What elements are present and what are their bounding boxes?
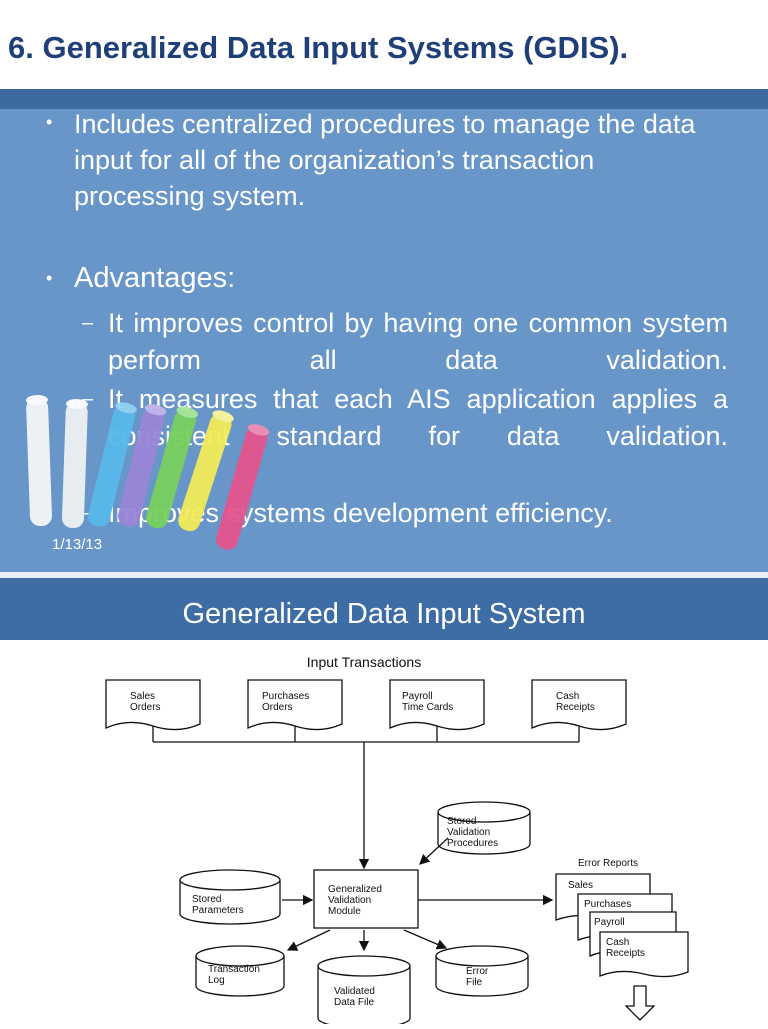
doc-label: Receipts — [556, 702, 595, 713]
disk-label: Parameters — [192, 905, 244, 916]
stored-parameters-disk — [179, 869, 281, 925]
disk-label: Stored — [447, 816, 476, 827]
input-transactions-heading: Input Transactions — [307, 654, 421, 670]
disk-label: Transaction — [208, 964, 260, 975]
slide-1-title: 6. Generalized Data Input Systems (GDIS)… — [8, 30, 629, 65]
slide-divider — [0, 572, 768, 578]
bullet-2-text: Advantages: — [74, 262, 236, 294]
error-report-stack — [555, 873, 689, 978]
module-label: Generalized — [328, 884, 382, 895]
error-report-label: Cash — [606, 937, 629, 948]
slide-date: 1/13/13 — [52, 536, 103, 553]
down-arrow-icon — [624, 985, 656, 1021]
input-connectors — [152, 726, 580, 870]
dash-marker: – — [82, 502, 94, 524]
doc-label: Purchases — [262, 691, 309, 702]
error-report-label: Sales — [568, 880, 593, 891]
disk-label: Error — [466, 966, 489, 977]
dash-marker: – — [82, 312, 94, 334]
sub-item-1: It improves control by having one common… — [108, 308, 728, 375]
bullet-marker: • — [46, 112, 53, 132]
validated-data-file-disk — [317, 955, 411, 1029]
dash-marker: – — [82, 388, 94, 410]
doc-label: Orders — [262, 702, 293, 713]
error-file-disk — [435, 945, 529, 997]
module-label: Validation — [328, 895, 371, 906]
error-report-label: Purchases — [584, 899, 631, 910]
slide-2-title: Generalized Data Input System — [182, 598, 586, 630]
transaction-log-disk — [195, 945, 285, 997]
generalized-validation-module-box — [313, 869, 419, 929]
doc-label: Sales — [130, 691, 155, 702]
module-label: Module — [328, 906, 361, 917]
slide-1-header-band — [0, 89, 768, 109]
error-report-cash-receipts — [599, 931, 689, 978]
disk-label: Procedures — [447, 838, 498, 849]
chalk-sticks-image — [25, 395, 270, 550]
disk-label: Data File — [334, 997, 374, 1008]
module-output-arrows — [286, 894, 554, 952]
doc-label: Orders — [130, 702, 161, 713]
disk-label: File — [466, 977, 483, 988]
stored-validation-procedures-disk — [437, 801, 531, 855]
error-report-label: Payroll — [594, 917, 625, 928]
gdis-flow-diagram: Input Transactions Sales Orders Purchase… — [0, 640, 768, 1029]
disk-label: Validated — [334, 986, 375, 997]
bullet-1-text: Includes centralized procedures to manag… — [74, 109, 696, 211]
slide-1: 6. Generalized Data Input Systems (GDIS)… — [0, 0, 768, 572]
doc-label: Time Cards — [402, 702, 453, 713]
slide-2-header — [0, 578, 768, 640]
disk-label: Log — [208, 975, 225, 986]
disk-label: Stored — [192, 894, 221, 905]
doc-label: Cash — [556, 691, 579, 702]
error-reports-heading: Error Reports — [578, 858, 638, 869]
slide-1-header: 6. Generalized Data Input Systems (GDIS)… — [0, 0, 768, 89]
doc-label: Payroll — [402, 691, 433, 702]
bullet-marker: • — [46, 268, 53, 288]
error-report-label: Receipts — [606, 948, 645, 959]
disk-label: Validation — [447, 827, 490, 838]
